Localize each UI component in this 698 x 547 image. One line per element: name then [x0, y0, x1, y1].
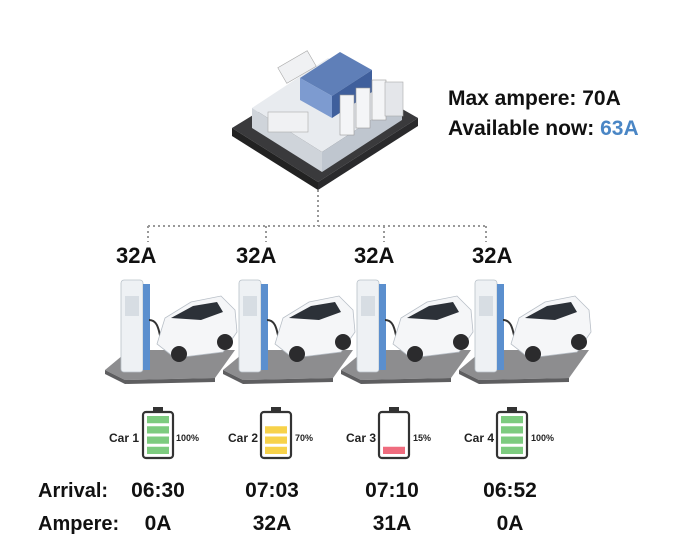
car-4-label: Car 4 — [464, 431, 495, 445]
arrival-row-label: Arrival: — [38, 480, 109, 502]
car-wheel — [453, 334, 469, 350]
charger-blue-stripe — [497, 284, 504, 370]
battery-outline — [141, 410, 175, 460]
battery-segment — [265, 446, 287, 454]
car-3-label: Car 3 — [346, 431, 377, 445]
max-ampere-label: Max ampere: — [448, 87, 583, 110]
car-wheel — [171, 346, 187, 362]
car-wheel — [525, 346, 541, 362]
car-wheel — [217, 334, 233, 350]
car-3-arrival: 07:10 — [365, 479, 419, 502]
car-2-arrival: 07:03 — [245, 479, 299, 502]
charger-blue-stripe — [379, 284, 386, 370]
charger-pillar — [356, 279, 380, 373]
battery-outline — [495, 410, 529, 460]
battery-segment — [501, 416, 523, 424]
charger-pillar — [120, 279, 144, 373]
car-wheel — [289, 346, 305, 362]
car-windshield — [525, 302, 577, 320]
battery-segment — [147, 446, 169, 454]
station-3-ampere-cap: 32A — [354, 243, 395, 268]
car-2-ampere: 32A — [252, 512, 292, 535]
station-4 — [459, 279, 592, 460]
station-3 — [341, 279, 474, 460]
battery-icon — [141, 407, 175, 460]
car-4-ampere: 0A — [496, 512, 524, 535]
charger-blue-stripe — [143, 284, 150, 370]
battery-segment — [147, 436, 169, 444]
charger-screen — [361, 296, 375, 316]
battery-icon — [495, 407, 529, 460]
available-now-line: Available now: 63A — [448, 117, 639, 141]
station-2 — [223, 279, 356, 460]
battery-outline — [259, 410, 293, 460]
charger-screen — [125, 296, 139, 316]
car-windshield — [171, 302, 223, 320]
max-ampere-line: Max ampere: 70A — [448, 87, 621, 111]
battery-segment — [147, 426, 169, 434]
car-3-battery-percent: 15% — [413, 433, 432, 443]
car-4-battery-percent: 100% — [531, 433, 555, 443]
charger-screen — [479, 296, 493, 316]
battery-segment — [265, 436, 287, 444]
battery-segment — [383, 446, 405, 454]
station-1 — [105, 279, 238, 460]
charger-pillar — [238, 279, 262, 373]
station-1-ampere-cap: 32A — [116, 243, 157, 268]
battery-terminal — [153, 407, 163, 412]
battery-terminal — [271, 407, 281, 412]
car-4-arrival: 06:52 — [483, 479, 537, 502]
battery-segment — [501, 426, 523, 434]
battery-segment — [501, 436, 523, 444]
battery-segment — [501, 446, 523, 454]
available-now-label: Available now: — [448, 117, 601, 140]
car-wheel — [335, 334, 351, 350]
station-2-ampere-cap: 32A — [236, 243, 277, 268]
car-1-arrival: 06:30 — [131, 479, 185, 502]
charger-blue-stripe — [261, 284, 268, 370]
max-ampere-value: 70A — [582, 87, 621, 110]
car-1-battery-percent: 100% — [176, 433, 200, 443]
car-2-battery-percent: 70% — [295, 433, 314, 443]
battery-outline — [377, 410, 411, 460]
car-windshield — [407, 302, 459, 320]
car-1-label: Car 1 — [109, 431, 140, 445]
car-wheel — [571, 334, 587, 350]
car-windshield — [289, 302, 341, 320]
station-4-ampere-cap: 32A — [472, 243, 513, 268]
charger-pillar — [474, 279, 498, 373]
battery-terminal — [507, 407, 517, 412]
available-now-value: 63A — [600, 117, 639, 140]
car-2-label: Car 2 — [228, 431, 259, 445]
car-wheel — [407, 346, 423, 362]
car-1-ampere: 0A — [144, 512, 172, 535]
battery-icon — [377, 407, 411, 460]
battery-segment — [265, 426, 287, 434]
battery-segment — [147, 416, 169, 424]
car-3-ampere: 31A — [372, 512, 412, 535]
battery-icon — [259, 407, 293, 460]
charger-screen — [243, 296, 257, 316]
battery-terminal — [389, 407, 399, 412]
ampere-row-label: Ampere: — [38, 513, 120, 535]
